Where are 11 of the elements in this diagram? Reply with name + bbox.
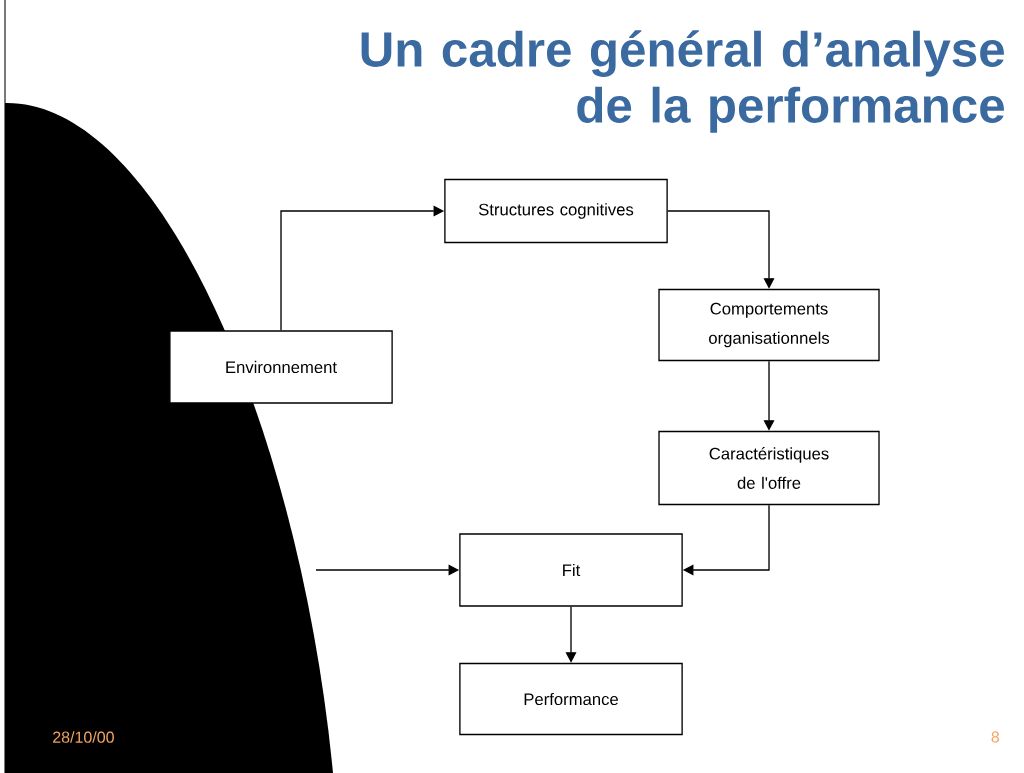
process-box: Caractéristiques de l'offre	[658, 430, 880, 506]
process-box: Environnement	[169, 330, 393, 404]
process-box: Structures cognitives	[444, 178, 668, 244]
process-box: Fit	[459, 533, 683, 607]
process-box: Performance	[459, 662, 683, 736]
footer-text: 8	[991, 731, 1000, 743]
title: Un cadre général d’analyse de la performance	[361, 30, 1004, 133]
process-box: Comportements organisationnels	[658, 288, 880, 362]
arrow	[565, 606, 577, 663]
arrow	[667, 210, 775, 289]
footer-text: 28/10/00	[53, 731, 114, 743]
